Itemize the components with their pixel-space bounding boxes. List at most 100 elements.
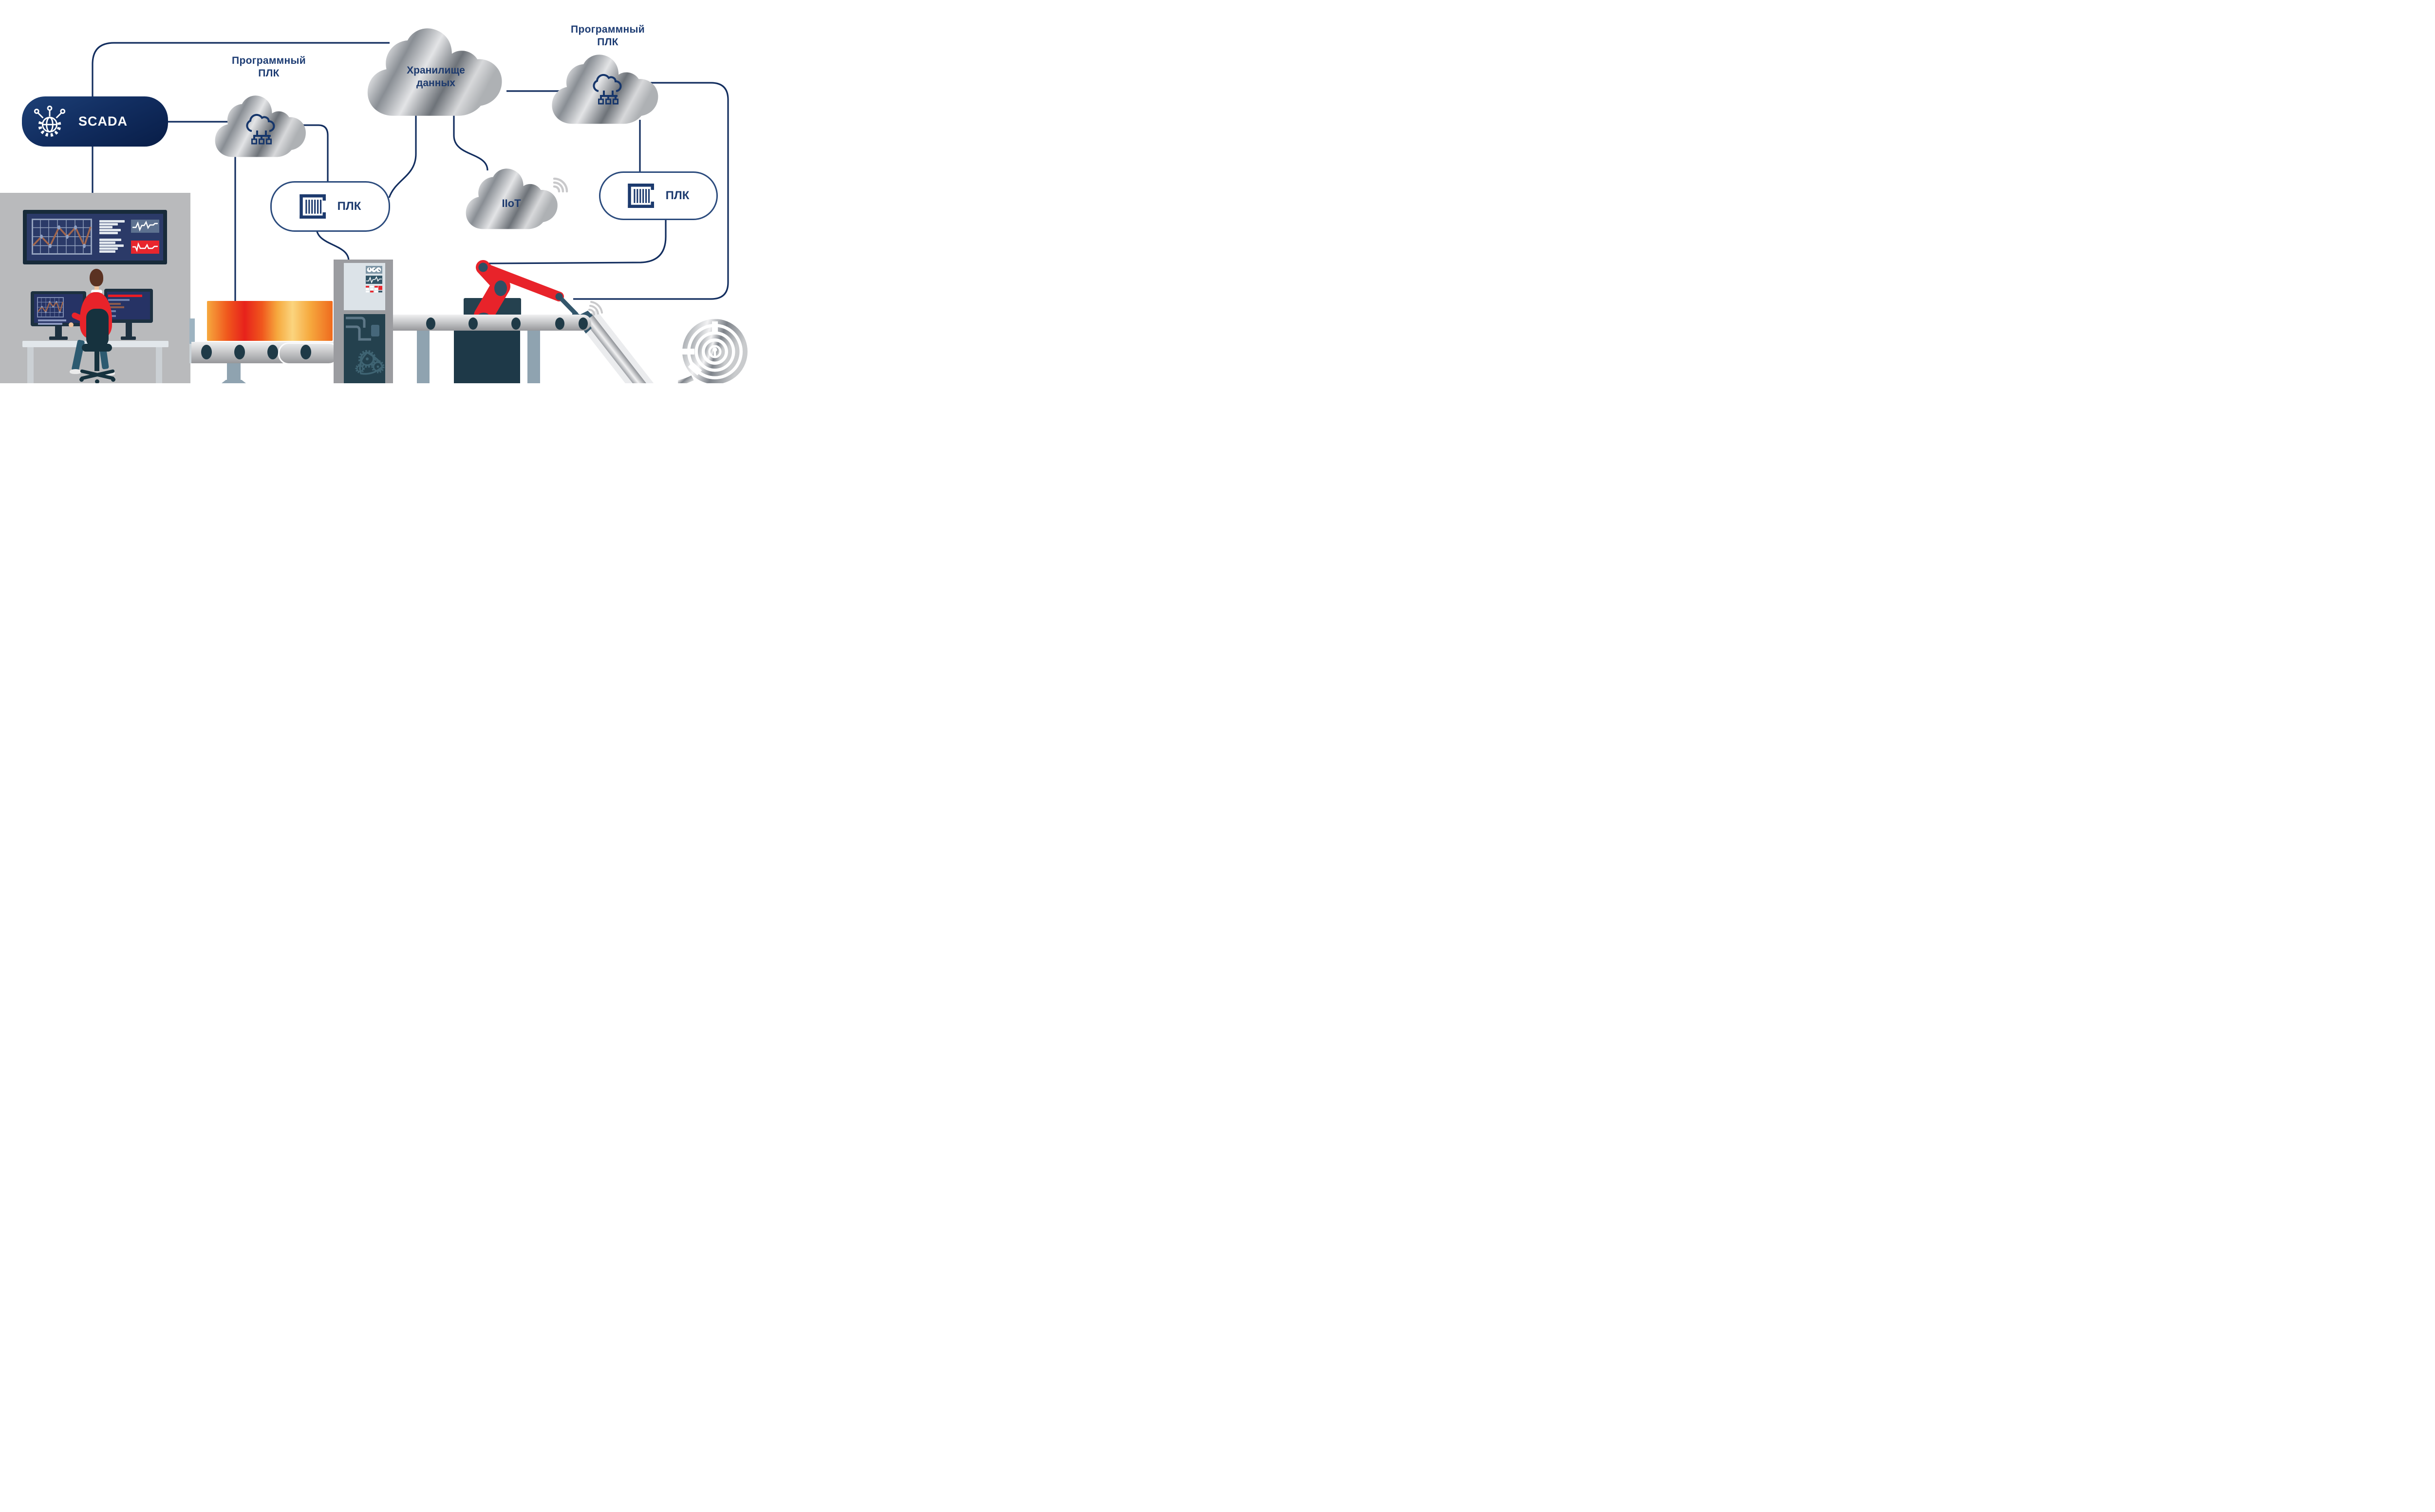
conveyor-leg	[527, 331, 540, 383]
chair-back	[86, 309, 109, 348]
label-iiot: IIoT	[480, 197, 543, 210]
machine-pulse-display	[366, 276, 382, 284]
dashboard-text-bar	[99, 220, 125, 223]
node-plc-left: ПЛК	[270, 181, 390, 232]
cloud-network-icon	[593, 74, 622, 105]
left-monitor-foot	[49, 336, 68, 340]
label-data-storage: Хранилище данных	[375, 64, 497, 90]
steel-coil	[678, 319, 748, 383]
right-monitor-text-bar	[110, 310, 116, 312]
edge-softplc-right-claw-wrap	[573, 82, 729, 300]
left-monitor-text-bar	[38, 319, 66, 321]
dashboard-pulse-panel-blue	[131, 220, 159, 233]
dashboard-text-bar	[99, 242, 115, 244]
operator-collar	[91, 290, 102, 294]
chair-post	[94, 352, 99, 371]
dashboard-text-bar	[99, 223, 118, 225]
label-plc-right: ПЛК	[665, 189, 690, 202]
edge-storage-plc-left	[388, 111, 417, 198]
edge-plc-left-machine	[316, 227, 350, 261]
coil-gaps	[682, 321, 718, 375]
dashboard-text-bar	[99, 226, 112, 228]
chair-wheel	[95, 379, 99, 383]
machine-gauge-box	[366, 266, 382, 274]
right-monitor-stand	[126, 323, 132, 336]
right-monitor-text-bar	[110, 315, 116, 317]
machine-gear-compartment	[344, 314, 385, 383]
chair-wheel	[79, 377, 84, 382]
belt-roller	[234, 345, 245, 359]
right-monitor-foot	[121, 336, 136, 340]
label-scada: SCADA	[78, 114, 128, 129]
machine-indicator-grid	[366, 286, 382, 293]
label-line: Программный	[232, 55, 306, 66]
process-machine-cabinet	[334, 260, 393, 383]
hot-glowing-slab	[207, 301, 333, 341]
label-line: IIoT	[502, 197, 521, 209]
dashboard-text-bar	[99, 232, 118, 234]
belt-roller	[555, 317, 564, 330]
edge-softplc-left-plc	[301, 124, 329, 182]
belt-segment-seam	[278, 342, 336, 363]
wall-edge-strip	[189, 318, 195, 344]
label-line: Программный	[571, 24, 645, 35]
dashboard-text-bar	[99, 250, 115, 253]
robot-base-block	[454, 331, 520, 383]
desk-leg-right	[156, 347, 162, 383]
operator-hand	[69, 322, 74, 327]
conveyor-left-belt	[191, 342, 336, 363]
label-line: ПЛК	[258, 68, 280, 79]
dashboard-pulse-panel-red	[131, 241, 159, 254]
right-monitor-text-bar	[109, 303, 121, 305]
right-monitor-alert-bar	[108, 295, 142, 297]
label-soft-plc-left: Программный ПЛК	[213, 55, 325, 80]
chart-dots	[40, 225, 86, 248]
robot-wifi-icon	[588, 301, 603, 316]
right-monitor-text-bar	[108, 299, 130, 301]
dashboard-text-bar	[99, 229, 121, 231]
node-scada: SCADA	[22, 96, 168, 147]
label-line: Хранилище	[407, 65, 465, 76]
robot-arm	[464, 260, 603, 334]
label-soft-plc-right: Программный ПЛК	[552, 23, 664, 49]
edge-scada-storage	[92, 42, 390, 97]
operator-neck	[94, 284, 99, 291]
operator-shoe-left	[70, 369, 81, 374]
machine-front-panel	[344, 263, 385, 310]
label-plc-left: ПЛК	[337, 200, 361, 213]
belt-roller	[300, 345, 311, 359]
dashboard-text-bar	[99, 244, 124, 247]
left-monitor-text-bar	[38, 323, 62, 325]
desk-leg-left	[27, 347, 34, 383]
conveyor-leg-foot	[222, 380, 246, 383]
dashboard-text-bar	[99, 247, 118, 250]
label-line: ПЛК	[597, 37, 618, 48]
scada-gear-globe-icon	[34, 105, 66, 137]
conveyor-leg	[417, 331, 430, 383]
edge-storage-iiot	[453, 111, 488, 171]
right-monitor-text-bar	[109, 306, 124, 308]
belt-roller	[511, 317, 521, 330]
operator-hair	[90, 269, 103, 286]
connector-lines	[92, 42, 729, 302]
belt-roller	[579, 317, 588, 330]
node-plc-right: ПЛК	[599, 171, 718, 220]
belt-roller	[201, 345, 212, 359]
conveyor-leg	[227, 363, 241, 380]
belt-roller	[267, 345, 278, 359]
chair-wheel	[111, 377, 115, 382]
left-monitor-chart	[37, 297, 64, 317]
belt-roller	[426, 317, 435, 330]
chair-seat	[82, 344, 112, 352]
plc-rack-icon	[627, 184, 654, 208]
left-monitor-stand	[55, 326, 62, 337]
machine-gauges	[367, 267, 381, 272]
wifi-icon	[553, 177, 568, 193]
edge-plc-right-robot	[488, 216, 667, 264]
plc-rack-icon	[299, 194, 326, 219]
industrial-scada-diagram: Программный ПЛК Хранилище данных IIoT Пр…	[0, 0, 750, 383]
dashboard-line-chart	[32, 219, 92, 255]
machine-gears-pipes	[346, 317, 385, 375]
label-line: данных	[416, 77, 455, 89]
cloud-network-icon	[246, 113, 275, 145]
